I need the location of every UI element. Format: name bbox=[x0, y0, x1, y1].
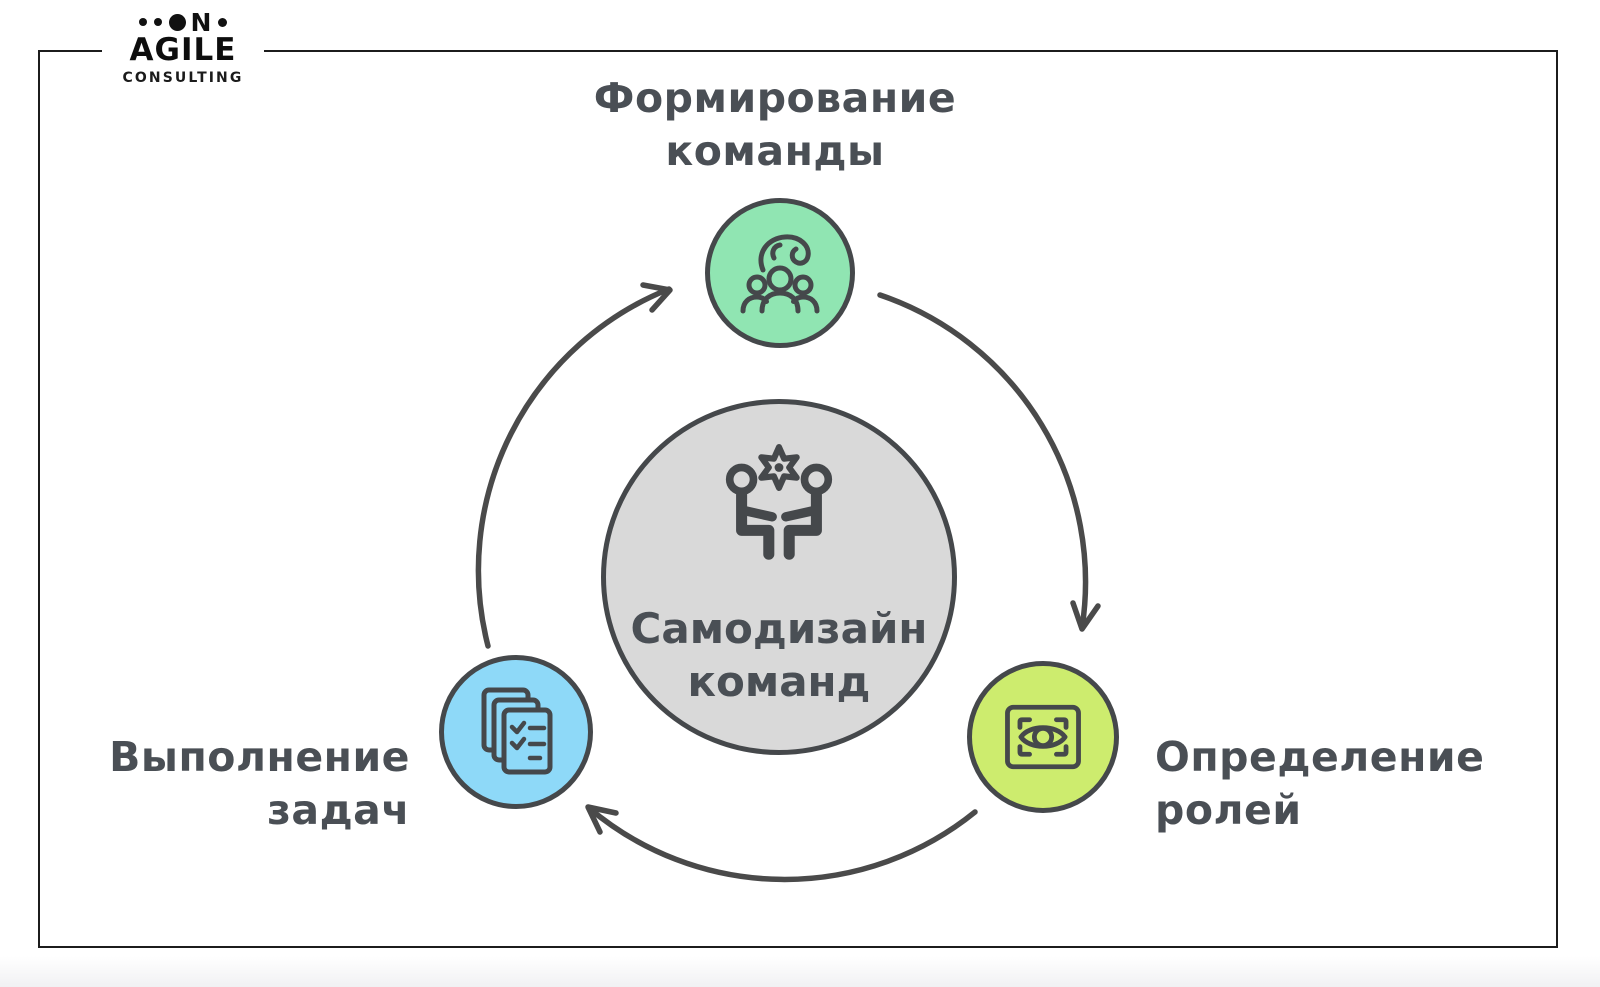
node-self-design-teams: Самодизайн команд bbox=[601, 399, 957, 755]
arrow-roles-to-tasks bbox=[586, 805, 978, 883]
logo-dot-icon bbox=[153, 18, 162, 26]
logo-dot-icon bbox=[138, 18, 147, 26]
logo-dot-icon bbox=[218, 17, 228, 27]
slide-frame-border bbox=[38, 50, 1558, 948]
two-people-gear-icon bbox=[725, 444, 833, 560]
onagile-logo: N AGILE CONSULTING bbox=[102, 6, 264, 88]
node-task-execution bbox=[439, 655, 593, 809]
eye-focus-frame-icon bbox=[1005, 704, 1081, 770]
label-self-design-teams: Самодизайн команд bbox=[630, 604, 928, 707]
arrowhead-to-tasks-icon bbox=[585, 804, 619, 835]
label-task-execution: Выполнение задач bbox=[109, 733, 410, 835]
logo-name: AGILE bbox=[129, 32, 237, 68]
hand-gathering-people-icon bbox=[740, 234, 820, 314]
arrowhead-to-formation-icon bbox=[640, 282, 673, 313]
label-team-formation: Формирование команды bbox=[593, 74, 957, 176]
bottom-strip bbox=[0, 956, 1600, 987]
logo-dots-icon: N bbox=[102, 7, 264, 37]
logo-dot-o-icon bbox=[168, 13, 186, 31]
node-role-definition bbox=[967, 661, 1119, 813]
node-team-formation bbox=[705, 198, 855, 348]
arrow-formation-to-roles bbox=[877, 292, 1089, 631]
arrow-tasks-to-formation bbox=[475, 286, 672, 649]
label-role-definition: Определение ролей bbox=[1155, 733, 1485, 835]
logo-letter-n: N bbox=[190, 7, 212, 37]
checklist-documents-icon bbox=[481, 687, 553, 775]
logo-subtitle: CONSULTING bbox=[122, 69, 244, 86]
arrowhead-to-roles-icon bbox=[1070, 600, 1101, 632]
